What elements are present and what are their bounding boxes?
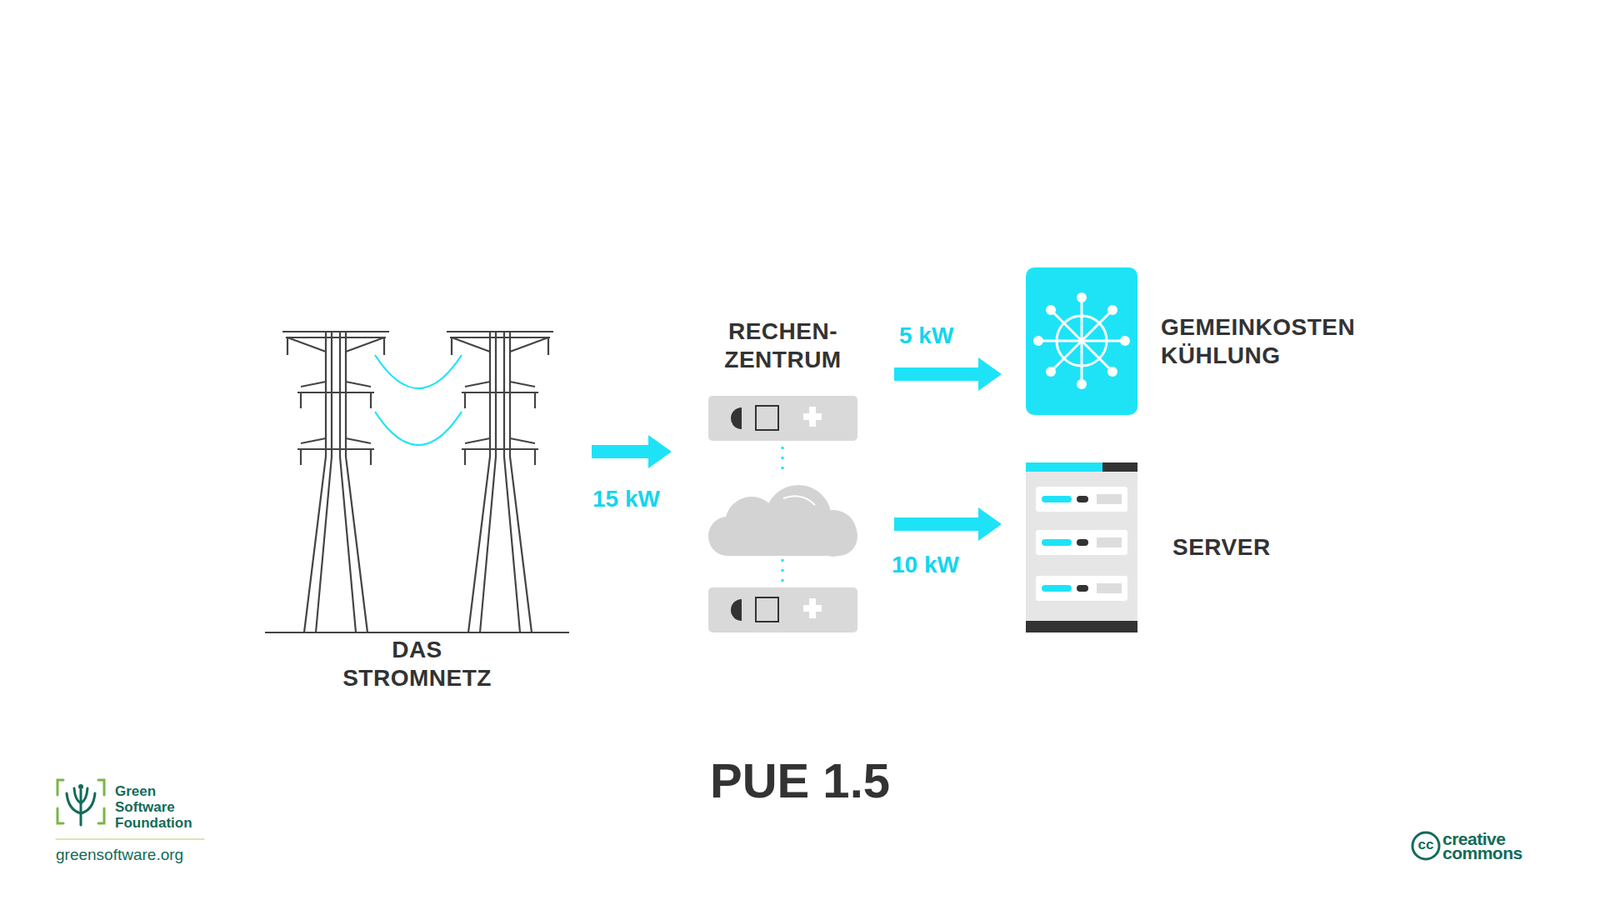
flow-arrow (894, 357, 1002, 391)
node-label: DAS STROMNETZ (342, 635, 492, 693)
power-value: 5 kW (899, 321, 954, 350)
flow-arrow (591, 435, 672, 469)
license-name: creative commons (1442, 831, 1523, 860)
power-grid (265, 331, 570, 633)
gsf-logo (55, 780, 205, 840)
website: greensoftware.org (55, 845, 184, 865)
cooling-icon (1025, 267, 1138, 415)
grid-node: DAS STROMNETZ (265, 328, 570, 693)
datacenter-node: RECHEN- ZENTRUM (708, 317, 858, 634)
node-label: SERVER (1172, 533, 1271, 562)
cooling-node: GEMEINKOSTEN KÜHLUNG (1025, 267, 1365, 415)
node-label: GEMEINKOSTEN KÜHLUNG (1160, 313, 1355, 370)
cc-mark: cc (1415, 835, 1436, 855)
server-node: SERVER (1025, 462, 1281, 633)
flow-arrow (894, 507, 1002, 541)
cc-logo (1412, 832, 1440, 860)
data-center (708, 395, 858, 633)
power-value: 15 kW (592, 485, 660, 514)
node-label: RECHEN- ZENTRUM (724, 317, 841, 375)
server-icon (1025, 462, 1138, 633)
power-value: 10 kW (891, 550, 960, 580)
pue-caption: PUE 1.5 (710, 753, 890, 809)
org-name: Green Software Foundation (115, 783, 193, 831)
